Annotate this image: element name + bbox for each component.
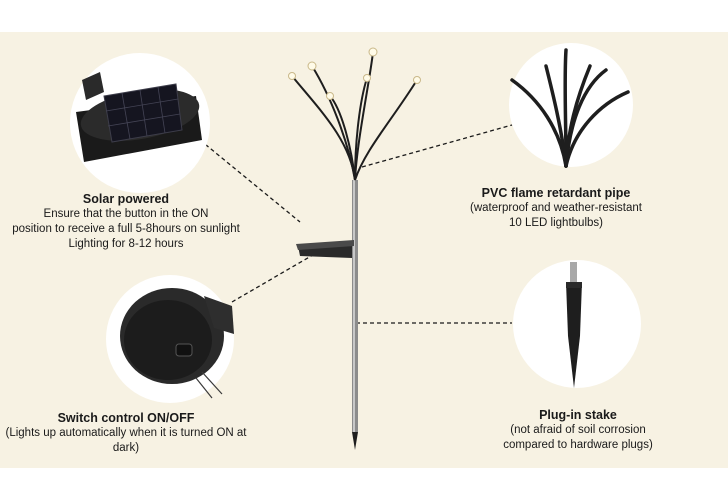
stake-detail-circle <box>513 260 641 388</box>
switch-detail-circle <box>106 275 234 403</box>
leader-pvc <box>361 124 513 168</box>
switch-control-title: Switch control ON/OFF <box>57 411 195 425</box>
plug-in-stake-line-2: compared to hardware plugs) <box>503 439 653 451</box>
solar-powered-callout: Solar powered Ensure that the button in … <box>8 192 244 252</box>
leader-switch <box>231 251 319 303</box>
solar-detail-circle <box>70 53 210 193</box>
pvc-pipe-detail-circle <box>509 43 633 168</box>
plug-in-stake-callout: Plug-in stake (not afraid of soil corros… <box>478 408 678 453</box>
leader-solar <box>199 139 301 223</box>
firefly-light-stake <box>288 47 421 450</box>
solar-powered-line-3: Lighting for 8-12 hours <box>68 238 184 250</box>
switch-control-line-1: (Lights up automatically when it is turn… <box>5 427 247 454</box>
pvc-pipe-title: PVC flame retardant pipe <box>481 186 631 200</box>
solar-powered-line-1: Ensure that the button in the ON <box>43 208 209 220</box>
switch-control-callout: Switch control ON/OFF (Lights up automat… <box>0 411 252 456</box>
pvc-pipe-callout: PVC flame retardant pipe (waterproof and… <box>456 186 656 231</box>
flexible-wires <box>291 51 418 181</box>
plug-in-stake-line-1: (not afraid of soil corrosion <box>510 424 646 436</box>
plug-in-stake-title: Plug-in stake <box>539 408 617 422</box>
pvc-pipe-line-2: 10 LED lightbulbs) <box>509 217 603 229</box>
leader-lines <box>199 124 513 324</box>
led-bulbs <box>288 47 421 100</box>
pvc-pipe-line-1: (waterproof and weather-resistant <box>470 202 642 214</box>
solar-powered-title: Solar powered <box>82 192 170 206</box>
pole-spike <box>352 432 358 450</box>
solar-powered-line-2: position to receive a full 5-8hours on s… <box>12 223 240 235</box>
